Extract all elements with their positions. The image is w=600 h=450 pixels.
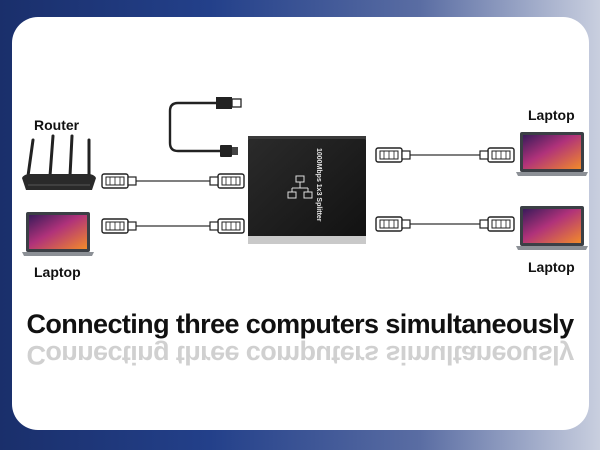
ethernet-cable-right-top: [375, 147, 515, 163]
laptop-bottom-right-label: Laptop: [528, 259, 575, 275]
headline-reflection: Connecting three computers simultaneousl…: [26, 340, 574, 370]
laptop-icon: [516, 132, 588, 176]
usb-cable-icon: [168, 97, 242, 157]
laptop-icon: [22, 212, 94, 256]
ethernet-cable-left-bottom: [101, 218, 245, 234]
ethernet-cable-left-top: [101, 173, 245, 189]
laptop-left-label: Laptop: [34, 264, 81, 280]
ethernet-cable-right-bottom: [375, 216, 515, 232]
router-icon: [22, 134, 96, 190]
router-label: Router: [34, 117, 80, 133]
network-topology-icon: [287, 175, 313, 199]
laptop-top-right-label: Laptop: [528, 107, 575, 123]
laptop-icon: [516, 206, 588, 250]
splitter-label: 1000Mbps 1x3 Splitter: [315, 148, 322, 222]
headline: Connecting three computers simultaneousl…: [26, 309, 574, 339]
splitter-device-icon: 1000Mbps 1x3 Splitter: [248, 136, 366, 244]
